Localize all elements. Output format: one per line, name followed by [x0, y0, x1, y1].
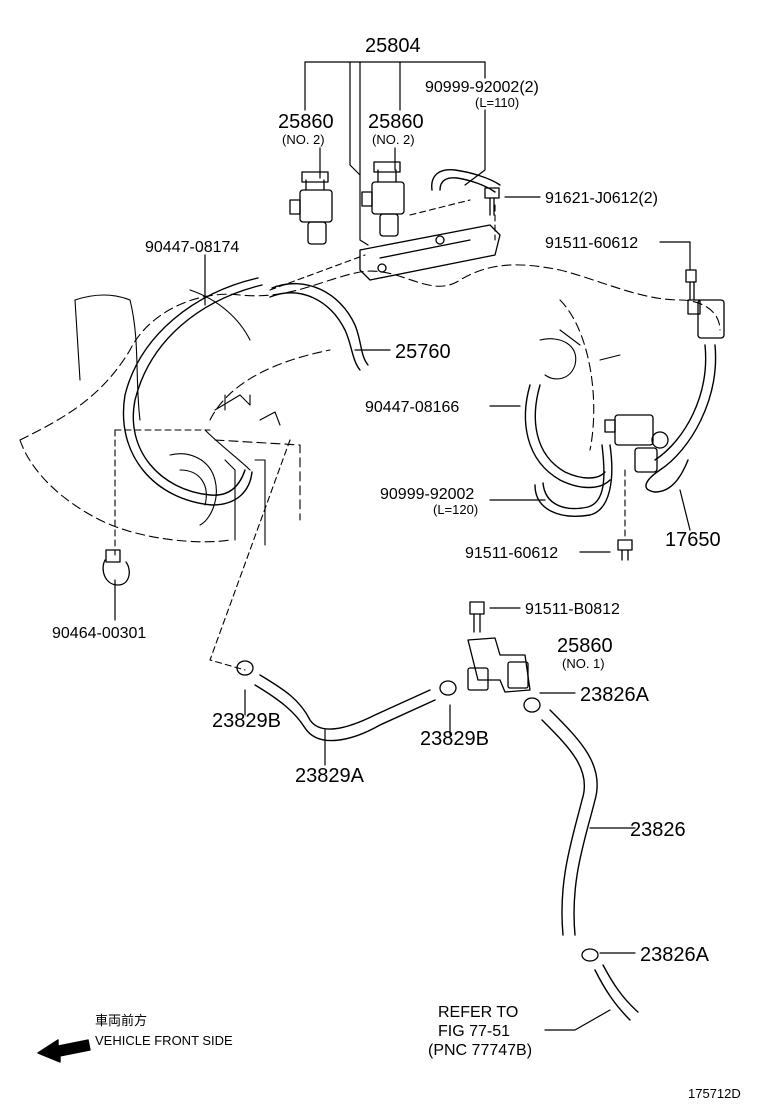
dashed-connections: [114, 199, 626, 671]
vsv-no1: [467, 637, 531, 693]
refer-line2: FIG 77-51: [438, 1023, 510, 1040]
label-91511-b0812: 91511-B0812: [525, 601, 620, 618]
label-25760: 25760: [395, 341, 451, 363]
label-25860-no1: 25860: [557, 635, 613, 657]
label-23826a-lower: 23826A: [640, 944, 710, 966]
vsv-bracket: [359, 224, 501, 281]
direction-en: VEHICLE FRONT SIDE: [95, 1033, 233, 1048]
clamp-90464: [102, 549, 130, 586]
engine-sketch: [74, 289, 621, 546]
bolt-91511-b0812: [469, 601, 485, 633]
front-direction-arrow: [37, 1039, 91, 1063]
vsv-no2-right: [361, 161, 405, 237]
label-91511-upper: 91511-60612: [545, 235, 638, 252]
diagram-id: 175712D: [688, 1086, 741, 1101]
label-90464: 90464-00301: [52, 625, 146, 642]
vsv-middle: [604, 414, 669, 473]
refer-line1: REFER TO: [438, 1004, 518, 1021]
clamps: [236, 660, 599, 962]
label-17650: 17650: [665, 529, 721, 551]
label-25860-no2-right: 25860: [368, 111, 424, 133]
label-91621: 91621-J0612(2): [545, 190, 658, 207]
label-91511-lower: 91511-60612: [465, 545, 558, 562]
label-25860-no2-left: 25860: [278, 111, 334, 133]
label-25860-no2-left-sub: (NO. 2): [282, 132, 325, 147]
label-90999-l110: 90999-92002(2): [425, 79, 539, 96]
label-23829b-right: 23829B: [420, 728, 489, 750]
label-25804: 25804: [365, 35, 421, 57]
label-23826a-upper: 23826A: [580, 684, 650, 706]
engine-outline: [19, 264, 721, 543]
leader-lines: [114, 61, 691, 1031]
label-23829b-left: 23829B: [212, 710, 281, 732]
label-90999-l110-sub: (L=110): [475, 95, 519, 110]
label-90999-l120: 90999-92002: [380, 486, 474, 503]
direction-jp: 車両前方: [95, 1013, 147, 1028]
label-25860-no1-sub: (NO. 1): [562, 656, 605, 671]
label-23826: 23826: [630, 819, 686, 841]
label-25860-no2-right-sub: (NO. 2): [372, 132, 415, 147]
bolt-91511-lower: [617, 539, 633, 561]
label-23829a: 23829A: [295, 765, 365, 787]
vsv-no2-left: [289, 171, 333, 245]
pressure-sensor: [685, 269, 725, 339]
refer-line3: (PNC 77747B): [428, 1042, 532, 1059]
label-90447-08174: 90447-08174: [145, 239, 239, 256]
label-90999-l120-sub: (L=120): [433, 502, 478, 517]
bolt-91621: [484, 187, 500, 216]
label-90447-08166: 90447-08166: [365, 399, 459, 416]
hoses: [122, 168, 717, 1021]
